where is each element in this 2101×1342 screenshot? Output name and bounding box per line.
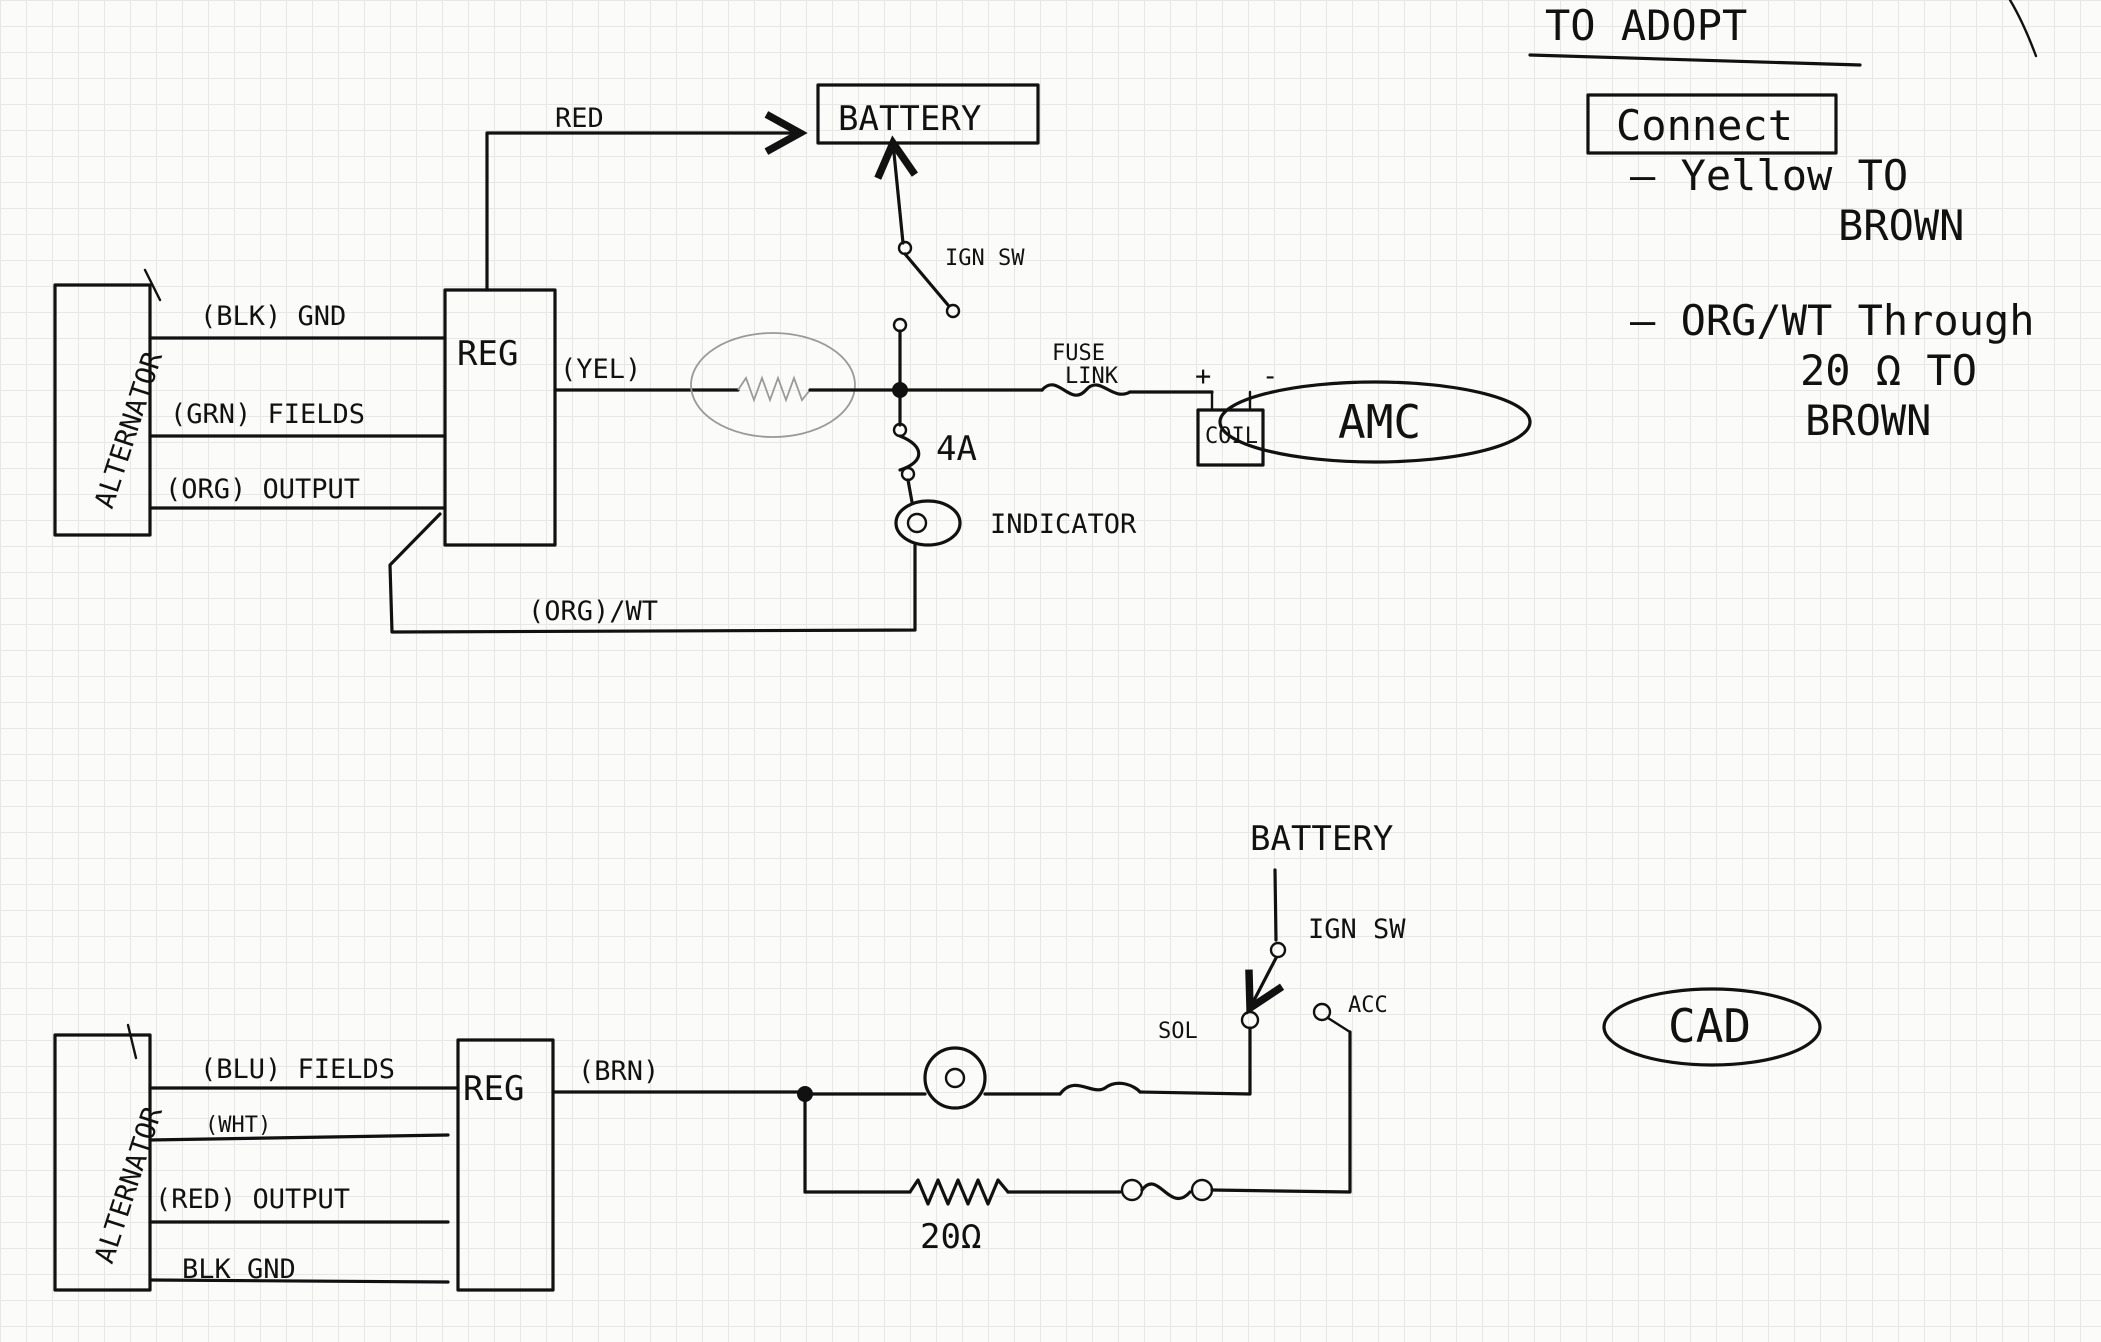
amc-ign-sw-pivot	[897, 240, 913, 256]
amc-ign-sw-blade	[903, 252, 950, 307]
amc-coil-plus: +	[1195, 361, 1211, 392]
note-title: TO ADOPT	[1545, 1, 1747, 50]
note-connect-box	[1586, 93, 1838, 155]
cad-alternator-box	[53, 1033, 152, 1292]
cad-resistor-20-ohm	[908, 1178, 1010, 1206]
cad-ign-sw-blade	[1250, 956, 1276, 1008]
amc-label-indicator: INDICATOR	[990, 509, 1137, 540]
cad-label-ellipse	[1602, 987, 1822, 1067]
cad-fuse-lower	[1140, 1182, 1192, 1201]
amc-fuse-4a	[898, 434, 921, 472]
amc-label-org-output: (ORG) OUTPUT	[165, 474, 360, 505]
cad-label-acc: ACC	[1348, 993, 1388, 1018]
amc-regulator-box	[443, 288, 557, 547]
amc-coil-box	[1196, 408, 1265, 467]
amc-label-red: RED	[555, 103, 604, 134]
corner-stroke	[2008, 0, 2038, 58]
amc-label-fuse: FUSE	[1052, 341, 1105, 366]
amc-label-link: LINK	[1065, 364, 1119, 389]
cad-regulator-label: REG	[463, 1069, 524, 1109]
amc-wire-org-wt	[388, 512, 917, 634]
amc-label-ign-sw: IGN SW	[945, 246, 1025, 271]
amc-indicator-inner	[906, 512, 928, 534]
cad-battery-label: BATTERY	[1250, 819, 1393, 859]
amc-ign-sw-contact	[945, 303, 961, 319]
amc-ign-sw-output	[892, 317, 908, 333]
amc-alternator-label: ALTERNATOR	[89, 347, 169, 512]
cad-circuit: ALTERNATOR REG (BLU) FIELDS (WHT) (RED) …	[53, 819, 1822, 1292]
note-connect: Connect	[1616, 101, 1793, 150]
amc-label: AMC	[1338, 395, 1421, 449]
cad-wire-acc-terminal	[1326, 1016, 1352, 1034]
cad-lamp-inner	[944, 1067, 966, 1089]
note-line-1: — Yellow TO	[1630, 151, 1908, 200]
amc-coil-minus: -	[1262, 361, 1278, 392]
amc-label-blk-gnd: (BLK) GND	[200, 301, 346, 332]
cad-ign-sw-pivot	[1269, 941, 1287, 959]
amc-wire-4a-to-lamp	[906, 478, 914, 504]
amc-wire-red	[485, 133, 800, 292]
cad-label-wht: (WHT)	[205, 1113, 271, 1138]
amc-alternator-box	[53, 283, 152, 537]
amc-fuse-link	[1040, 383, 1132, 397]
amc-label-org-wt: (ORG)/WT	[528, 596, 658, 627]
cad-label-brn: (BRN)	[578, 1056, 659, 1087]
note-line-4: 20 Ω TO	[1800, 346, 1977, 395]
cad-wire-fuse-to-acc	[1210, 1030, 1352, 1194]
cad-label-blk-gnd: BLK GND	[182, 1254, 296, 1285]
amc-battery-box	[816, 83, 1040, 145]
amc-alternator-tick	[143, 268, 162, 302]
cad-lamp-outer	[923, 1046, 987, 1110]
note-line-5: BROWN	[1805, 396, 1931, 445]
cad-regulator-box	[456, 1038, 555, 1292]
cad-label-red-output: (RED) OUTPUT	[155, 1184, 350, 1215]
amc-label-4a: 4A	[936, 429, 977, 469]
cad-fuse-lower-right	[1190, 1178, 1214, 1202]
amc-regulator-label: REG	[457, 334, 518, 374]
amc-pencil-circle	[690, 332, 856, 438]
amc-label-grn-fields: (GRN) FIELDS	[170, 399, 365, 430]
amc-indicator-outer	[894, 499, 962, 547]
cad-wire-fuse-to-sol	[1138, 1026, 1252, 1096]
amc-battery-label: BATTERY	[838, 99, 981, 139]
amc-pencil-resistor	[737, 375, 811, 403]
cad-wire-wht	[148, 1133, 450, 1142]
note-title-underline	[1528, 53, 1862, 67]
note-line-3: — ORG/WT Through	[1630, 296, 2035, 345]
cad-label-blu-fields: (BLU) FIELDS	[200, 1054, 395, 1085]
cad-label-20-ohm: 20Ω	[920, 1217, 981, 1257]
cad-label-ign-sw: IGN SW	[1308, 914, 1406, 945]
cad-acc-terminal	[1312, 1002, 1332, 1022]
cad-sol-terminal	[1240, 1010, 1260, 1030]
amc-wire-battery-down	[893, 143, 903, 245]
cad-alternator-tick	[126, 1023, 138, 1060]
adoption-note: TO ADOPT Connect — Yellow TO BROWN — ORG…	[1528, 0, 2038, 445]
cad-fuse-upper	[1058, 1081, 1142, 1096]
cad-label: CAD	[1668, 999, 1751, 1053]
note-line-2: BROWN	[1838, 201, 1964, 250]
amc-label-ellipse	[1218, 380, 1532, 464]
amc-4a-bottom	[900, 466, 916, 482]
cad-label-sol: SOL	[1158, 1019, 1198, 1044]
amc-circuit: ALTERNATOR REG (BLK) GND (GRN) FIELDS (O…	[53, 83, 1532, 634]
cad-fuse-lower-left	[1120, 1178, 1144, 1202]
cad-wire-battery-down	[1273, 868, 1278, 942]
amc-coil-posts	[1210, 390, 1252, 412]
amc-label-yel: (YEL)	[560, 354, 641, 385]
cad-wire-blk-gnd	[148, 1278, 450, 1284]
